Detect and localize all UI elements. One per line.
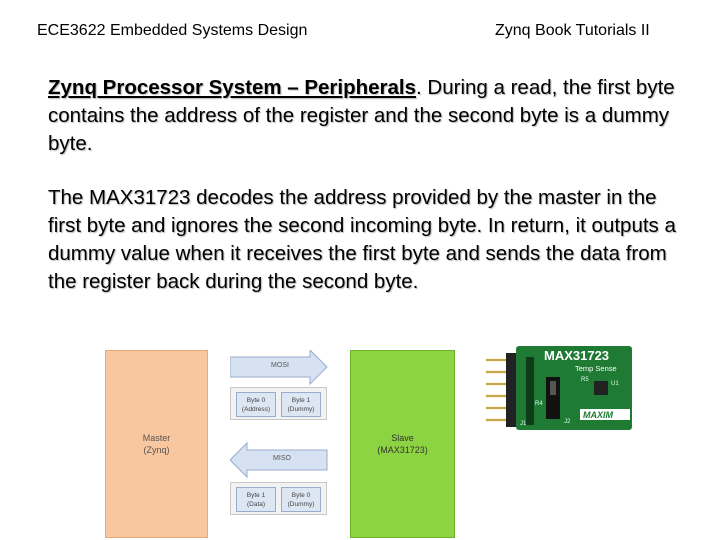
mosi-byte-1: Byte 1 (Dummy)	[281, 392, 321, 417]
mosi-byte-group: Byte 0 (Address) Byte 1 (Dummy)	[230, 387, 327, 420]
paragraph-1-text: . During a read, the first byte contains…	[48, 76, 675, 155]
svg-text:R4: R4	[535, 401, 543, 407]
slave-label: Slave	[391, 433, 414, 443]
miso-label: MISO	[273, 455, 291, 462]
maxim-logo-bg	[580, 409, 630, 420]
slave-block: Slave (MAX31723)	[350, 350, 455, 538]
byte-label: Byte 1	[291, 396, 311, 404]
mosi-label: MOSI	[271, 362, 289, 369]
slave-sublabel: (MAX31723)	[377, 445, 428, 455]
spi-arrows	[230, 350, 328, 479]
mosi-arrow	[230, 350, 328, 386]
svg-text:R5: R5	[581, 377, 589, 383]
miso-byte-0: Byte 0 (Dummy)	[281, 487, 321, 512]
slide-body: Zynq Processor System – Peripherals. Dur…	[48, 74, 688, 296]
byte-desc: (Address)	[241, 405, 271, 413]
svg-text:J2: J2	[564, 419, 571, 425]
spi-diagram: Master (Zynq) MOSI MISO Byte 0 (Address)…	[105, 350, 455, 538]
miso-arrow	[230, 441, 328, 479]
ic-chip	[594, 381, 608, 395]
section-heading: Zynq Processor System – Peripherals	[48, 76, 417, 99]
pin-header-block	[506, 353, 516, 427]
master-sublabel: (Zynq)	[143, 445, 170, 455]
byte-label: Byte 1	[246, 491, 266, 499]
master-label: Master	[142, 433, 171, 443]
jumper	[546, 377, 560, 419]
master-block: Master (Zynq)	[105, 350, 208, 538]
byte-desc: (Data)	[246, 500, 266, 508]
paragraph-1: Zynq Processor System – Peripherals. Dur…	[48, 74, 688, 158]
byte-desc: (Dummy)	[287, 500, 315, 508]
maxim-logo: MAXIM	[583, 410, 614, 420]
slide-header: ECE3622 Embedded Systems Design Zynq Boo…	[0, 22, 720, 46]
svg-text:J1: J1	[520, 421, 527, 427]
chip-name-text: MAX31723	[544, 348, 609, 363]
course-title: ECE3622 Embedded Systems Design	[37, 22, 308, 39]
miso-byte-1: Byte 1 (Data)	[236, 487, 276, 512]
byte-label: Byte 0	[246, 396, 266, 404]
board-subtitle-text: Temp Sense	[575, 364, 617, 373]
svg-text:U1: U1	[611, 381, 619, 387]
paragraph-2: The MAX31723 decodes the address provide…	[48, 186, 676, 293]
miso-byte-group: Byte 1 (Data) Byte 0 (Dummy)	[230, 482, 327, 515]
tutorial-title: Zynq Book Tutorials II	[495, 22, 650, 39]
byte-label: Byte 0	[291, 491, 311, 499]
max31723-board-photo: MAX31723 Temp Sense R5 U1 R4 J1 J2 MAXIM	[486, 346, 632, 430]
mosi-byte-0: Byte 0 (Address)	[236, 392, 276, 417]
byte-desc: (Dummy)	[287, 405, 315, 413]
